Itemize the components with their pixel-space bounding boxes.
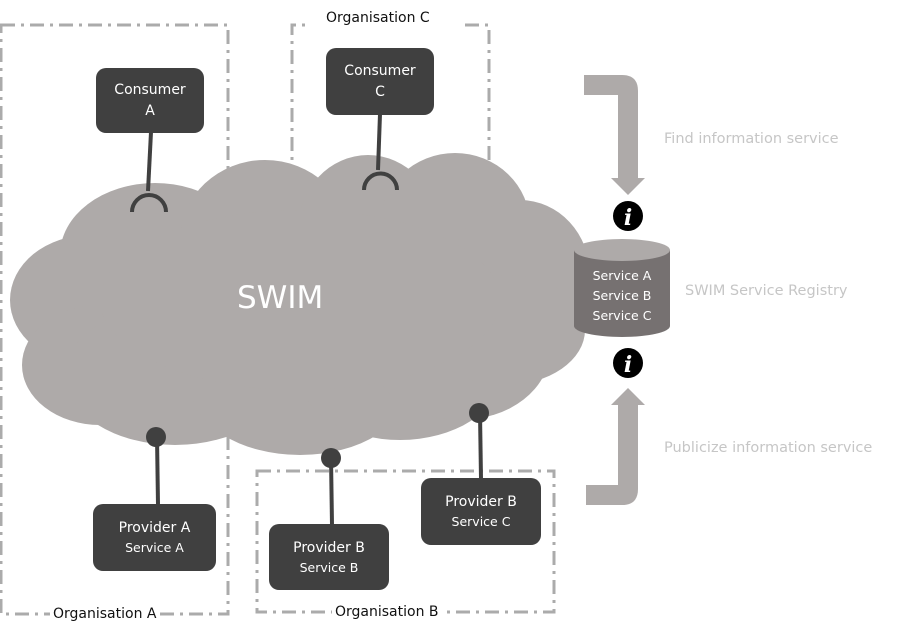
provider-b-name-2: Provider B: [445, 494, 517, 510]
registry-service-b: Service B: [592, 288, 652, 303]
provider-a-connector: [146, 427, 166, 506]
svg-text:i: i: [624, 205, 632, 231]
organisation-b-label: Organisation B: [332, 604, 442, 620]
service-registry-cylinder: [574, 239, 670, 337]
swim-cloud: [10, 153, 590, 455]
provider-b-service-b-connector: [321, 448, 341, 526]
provider-b-service-c-connector: [469, 403, 489, 480]
swim-label: SWIM: [237, 280, 324, 316]
info-icon-find: i: [613, 201, 643, 231]
consumer-a-node[interactable]: Consumer A: [96, 68, 204, 133]
consumer-a-name: Consumer: [114, 81, 186, 98]
publicize-service-label: Publicize information service: [664, 440, 873, 456]
provider-a-name: Provider A: [118, 520, 191, 536]
organisation-a-label: Organisation A: [50, 606, 160, 622]
consumer-a-id: A: [145, 102, 155, 119]
organisation-c-boundary: [290, 23, 491, 180]
consumer-c-connector: [362, 113, 399, 191]
consumer-c-node[interactable]: Consumer C: [326, 48, 434, 115]
svg-text:i: i: [624, 352, 632, 378]
consumer-a-connector: [130, 131, 168, 213]
provider-b-service-b: Service B: [299, 559, 359, 575]
provider-b-name: Provider B: [293, 539, 365, 556]
consumer-c-id: C: [375, 83, 385, 100]
find-arrow: [584, 75, 645, 195]
provider-a-node[interactable]: Provider A Service A: [93, 504, 216, 571]
info-icon-publicize: i: [613, 348, 643, 378]
registry-service-a: Service A: [592, 268, 652, 283]
find-service-label: Find information service: [664, 131, 839, 147]
registry-service-c: Service C: [592, 308, 652, 323]
provider-b-service-c-node[interactable]: Provider B Service C: [421, 478, 541, 545]
registry-services-list: Service A Service B Service C: [574, 266, 670, 326]
provider-b-service-c: Service C: [451, 514, 511, 529]
provider-b-service-b-node[interactable]: Provider B Service B: [269, 524, 389, 590]
registry-label: SWIM Service Registry: [685, 283, 848, 299]
publicize-arrow: [586, 388, 645, 505]
organisation-c-label: Organisation C: [324, 10, 432, 26]
consumer-c-name: Consumer: [344, 62, 416, 79]
provider-a-service: Service A: [125, 540, 184, 555]
